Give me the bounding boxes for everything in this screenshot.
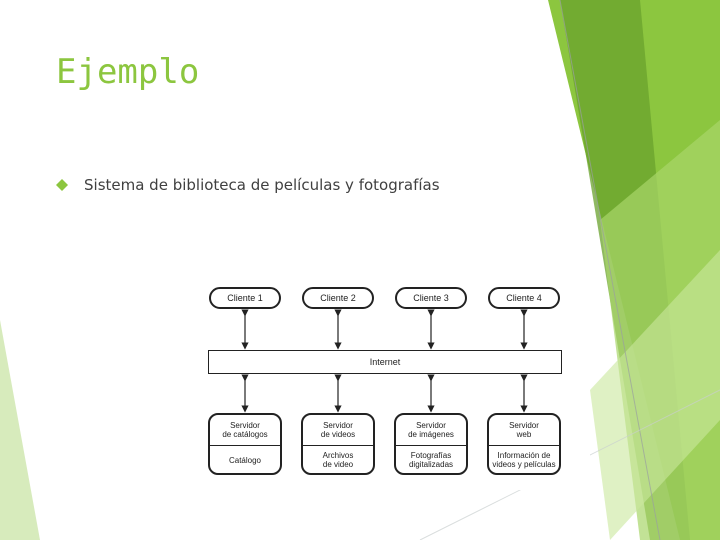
- server-content-line: digitalizadas: [408, 460, 454, 469]
- server-name: Servidor web: [489, 415, 559, 446]
- bullet-item: Sistema de biblioteca de películas y fot…: [56, 176, 440, 194]
- server-node: Servidor de imágenes Fotografías digital…: [394, 413, 468, 475]
- server-name-line: Servidor: [509, 421, 539, 430]
- deco-line: [559, 0, 661, 540]
- server-name-line: de imágenes: [408, 430, 454, 439]
- bullet-text: Sistema de biblioteca de películas y fot…: [84, 176, 440, 194]
- server-name: Servidor de imágenes: [396, 415, 466, 446]
- server-content-line: Fotografías: [410, 451, 452, 460]
- internet-bar: Internet: [208, 350, 562, 374]
- architecture-diagram: Cliente 1 Cliente 2 Cliente 3 Cliente 4 …: [196, 275, 590, 490]
- server-node: Servidor web Información de videos y pel…: [487, 413, 561, 475]
- deco-left-corner: [0, 320, 40, 540]
- server-content: Archivos de video: [303, 446, 373, 473]
- server-content-line: Catálogo: [228, 455, 262, 465]
- server-content-line: Información de: [497, 451, 551, 460]
- connector-arrows: [241, 309, 528, 413]
- server-content-line: Archivos: [322, 451, 354, 460]
- server-name-line: de videos: [320, 430, 356, 439]
- client-node: Cliente 2: [302, 287, 374, 309]
- server-content: Catálogo: [210, 446, 280, 473]
- server-name-line: Servidor: [323, 421, 353, 430]
- client-node: Cliente 1: [209, 287, 281, 309]
- page-title: Ejemplo: [56, 52, 200, 92]
- server-content-line: de video: [322, 460, 354, 469]
- server-name: Servidor de catálogos: [210, 415, 280, 446]
- server-name-line: Servidor: [230, 421, 260, 430]
- server-content: Información de videos y películas: [489, 446, 559, 473]
- server-node: Servidor de videos Archivos de video: [301, 413, 375, 475]
- server-name-line: de catálogos: [222, 430, 268, 439]
- client-node: Cliente 3: [395, 287, 467, 309]
- server-name-line: web: [516, 430, 532, 439]
- server-content-line: videos y películas: [492, 460, 556, 469]
- client-node: Cliente 4: [488, 287, 560, 309]
- server-name-line: Servidor: [416, 421, 446, 430]
- server-name: Servidor de videos: [303, 415, 373, 446]
- server-content: Fotografías digitalizadas: [396, 446, 466, 473]
- server-node: Servidor de catálogos Catálogo: [208, 413, 282, 475]
- deco-pale-band: [590, 250, 720, 540]
- diamond-icon: [56, 179, 68, 191]
